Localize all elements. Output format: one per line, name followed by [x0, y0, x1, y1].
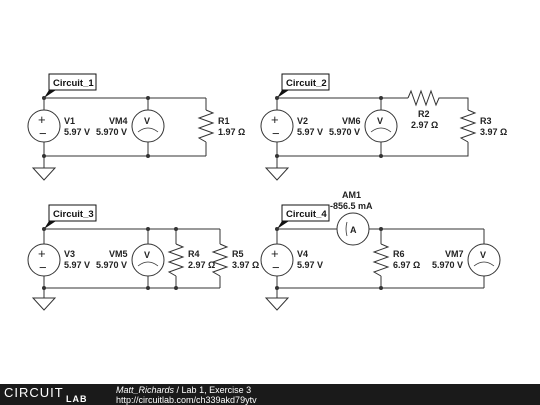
voltmeter-vm4[interactable]: V [131, 109, 165, 143]
ground-symbol [31, 297, 57, 311]
source-id-v3: V3 [64, 249, 75, 259]
meter-id-vm4: VM4 [109, 116, 128, 126]
resistor-id-r1: R1 [218, 116, 230, 126]
circuit-1-flag[interactable]: Circuit_1 [44, 73, 97, 98]
ammeter-value-am1: -856.5 mA [330, 201, 373, 211]
resistor-id-r3: R3 [480, 116, 492, 126]
voltmeter-vm7[interactable]: V [467, 243, 501, 277]
minus-symbol: − [39, 260, 47, 275]
resistor-value-r2: 2.97 Ω [411, 120, 438, 130]
meter-value-vm4: 5.970 V [96, 127, 127, 137]
resistor-id-r5: R5 [232, 249, 244, 259]
resistor-value-r1: 1.97 Ω [218, 127, 245, 137]
source-id-v2: V2 [297, 116, 308, 126]
ground-symbol [264, 167, 290, 181]
resistor-id-r4: R4 [188, 249, 200, 259]
plus-symbol: + [271, 112, 279, 127]
plus-symbol: + [38, 112, 46, 127]
circuit-1: Circuit_1 + − V1 5.97 V V VM4 5.970 V R1… [27, 73, 245, 181]
plus-symbol: + [38, 246, 46, 261]
circuit-2-label: Circuit_2 [286, 78, 327, 89]
minus-symbol: − [39, 126, 47, 141]
resistor-id-r2: R2 [418, 109, 430, 119]
footer-bar: CIRCUIT LAB Matt_Richards / Lab 1, Exerc… [0, 384, 540, 405]
ground-symbol [264, 297, 290, 311]
resistor-r2[interactable] [407, 89, 442, 107]
circuit-1-label: Circuit_1 [53, 78, 94, 89]
circuit-3: Circuit_3 + − V3 5.97 V V VM5 5.970 V R4… [27, 204, 259, 311]
circuit-3-label: Circuit_3 [53, 209, 94, 220]
plus-symbol: + [271, 246, 279, 261]
circuit-3-flag[interactable]: Circuit_3 [44, 204, 97, 229]
voltage-source-v3[interactable]: + − [27, 243, 61, 277]
resistor-value-r6: 6.97 Ω [393, 260, 420, 270]
meter-value-vm6: 5.970 V [329, 127, 360, 137]
minus-symbol: − [272, 260, 280, 275]
meter-id-vm5: VM5 [109, 249, 128, 259]
meter-value-vm5: 5.970 V [96, 260, 127, 270]
voltage-source-v2[interactable]: + − [260, 109, 294, 143]
voltage-source-v4[interactable]: + − [260, 243, 294, 277]
circuitlab-logo[interactable]: CIRCUIT [4, 385, 64, 400]
ammeter-id-am1: AM1 [342, 190, 361, 200]
author-link[interactable]: Matt_Richards [116, 385, 175, 395]
footer-title-line: Matt_Richards / Lab 1, Exercise 3 [116, 385, 251, 395]
resistor-r4[interactable] [167, 243, 185, 277]
resistor-r1[interactable] [197, 109, 215, 143]
source-id-v1: V1 [64, 116, 75, 126]
resistor-r5[interactable] [211, 243, 229, 277]
schematic-canvas: Circuit_1 + − V1 5.97 V V VM4 5.970 V R1… [27, 73, 507, 311]
resistor-value-r3: 3.97 Ω [480, 127, 507, 137]
circuit-4-label: Circuit_4 [286, 209, 327, 220]
source-value-v2: 5.97 V [297, 127, 323, 137]
meter-value-vm7: 5.970 V [432, 260, 463, 270]
ammeter-am1[interactable]: A [336, 212, 370, 246]
circuit-2-flag[interactable]: Circuit_2 [277, 73, 330, 98]
voltmeter-symbol: V [144, 250, 150, 260]
circuit-4-flag[interactable]: Circuit_4 [277, 204, 330, 229]
circuit-url-link[interactable]: http://circuitlab.com/ch339akd79ytv [116, 395, 257, 405]
voltmeter-vm6[interactable]: V [364, 109, 398, 143]
resistor-r3[interactable] [459, 109, 477, 143]
circuit-2: Circuit_2 + − V2 5.97 V V VM6 5.970 V R2… [260, 73, 507, 181]
ground-symbol [31, 167, 57, 181]
resistor-value-r5: 3.97 Ω [232, 260, 259, 270]
source-id-v4: V4 [297, 249, 308, 259]
minus-symbol: − [272, 126, 280, 141]
voltmeter-symbol: V [480, 250, 486, 260]
voltage-source-v1[interactable]: + − [27, 109, 61, 143]
source-value-v3: 5.97 V [64, 260, 90, 270]
title-separator: / [174, 385, 182, 395]
voltmeter-symbol: V [144, 116, 150, 126]
resistor-r6[interactable] [372, 243, 390, 277]
resistor-id-r6: R6 [393, 249, 405, 259]
voltmeter-vm5[interactable]: V [131, 243, 165, 277]
source-value-v4: 5.97 V [297, 260, 323, 270]
circuit-title: Lab 1, Exercise 3 [181, 385, 252, 395]
circuitlab-logo-lab: LAB [66, 394, 88, 404]
circuit-4: Circuit_4 + − V4 5.97 V A AM1 -856.5 mA … [260, 190, 501, 311]
resistor-value-r4: 2.97 Ω [188, 260, 215, 270]
source-value-v1: 5.97 V [64, 127, 90, 137]
meter-id-vm6: VM6 [342, 116, 361, 126]
meter-id-vm7: VM7 [445, 249, 464, 259]
ammeter-symbol: A [350, 225, 357, 235]
voltmeter-symbol: V [377, 116, 383, 126]
